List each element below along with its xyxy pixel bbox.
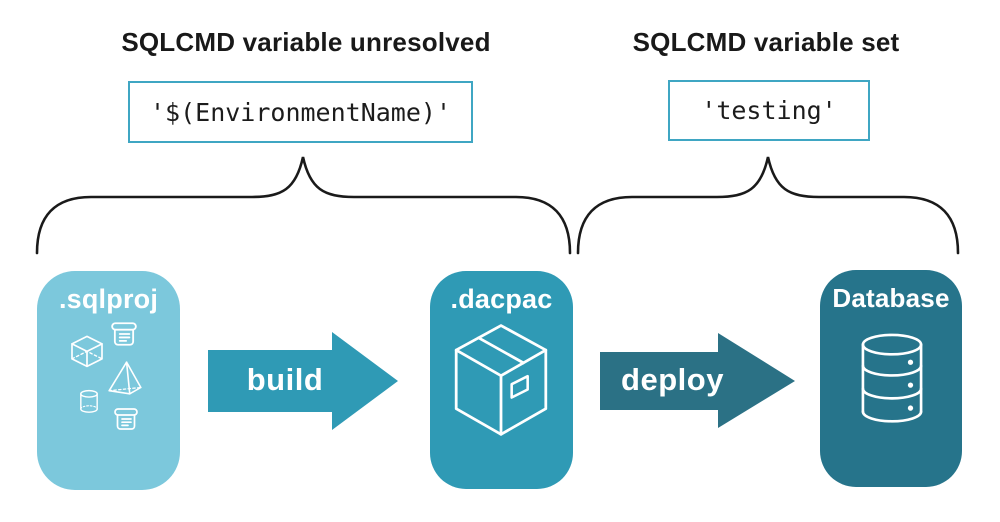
deploy-arrow [600, 333, 795, 428]
unresolved-variable-value: '$(EnvironmentName)' [149, 97, 452, 127]
build-arrow-shape [208, 332, 398, 430]
deploy-arrow-shape [600, 333, 795, 428]
stage-database-label: Database [832, 283, 950, 313]
set-variable-value: 'testing' [701, 96, 837, 125]
stage-sqlproj: .sqlproj [37, 271, 180, 490]
pyramid-icon [108, 361, 142, 395]
right-column-title: SQLCMD variable set [632, 27, 900, 57]
deploy-arrow-label: deploy [621, 362, 724, 397]
stage-dacpac-label: .dacpac [450, 284, 553, 314]
cylinder-icon [80, 389, 98, 413]
scroll-icon [111, 322, 137, 346]
unresolved-variable-box: '$(EnvironmentName)' [128, 81, 473, 143]
database-icon [861, 333, 923, 423]
package-icon [454, 324, 548, 436]
build-arrow-label: build [246, 362, 324, 397]
scroll-icon [114, 408, 138, 430]
right-brace-shape [576, 156, 960, 255]
set-variable-box: 'testing' [668, 80, 870, 141]
cube-icon [71, 335, 103, 368]
left-column-title: SQLCMD variable unresolved [121, 27, 491, 57]
left-brace-shape [35, 156, 572, 255]
stage-database: Database [820, 270, 962, 487]
stage-dacpac: .dacpac [430, 271, 573, 489]
build-arrow [208, 332, 398, 430]
stage-sqlproj-label: .sqlproj [58, 284, 159, 314]
